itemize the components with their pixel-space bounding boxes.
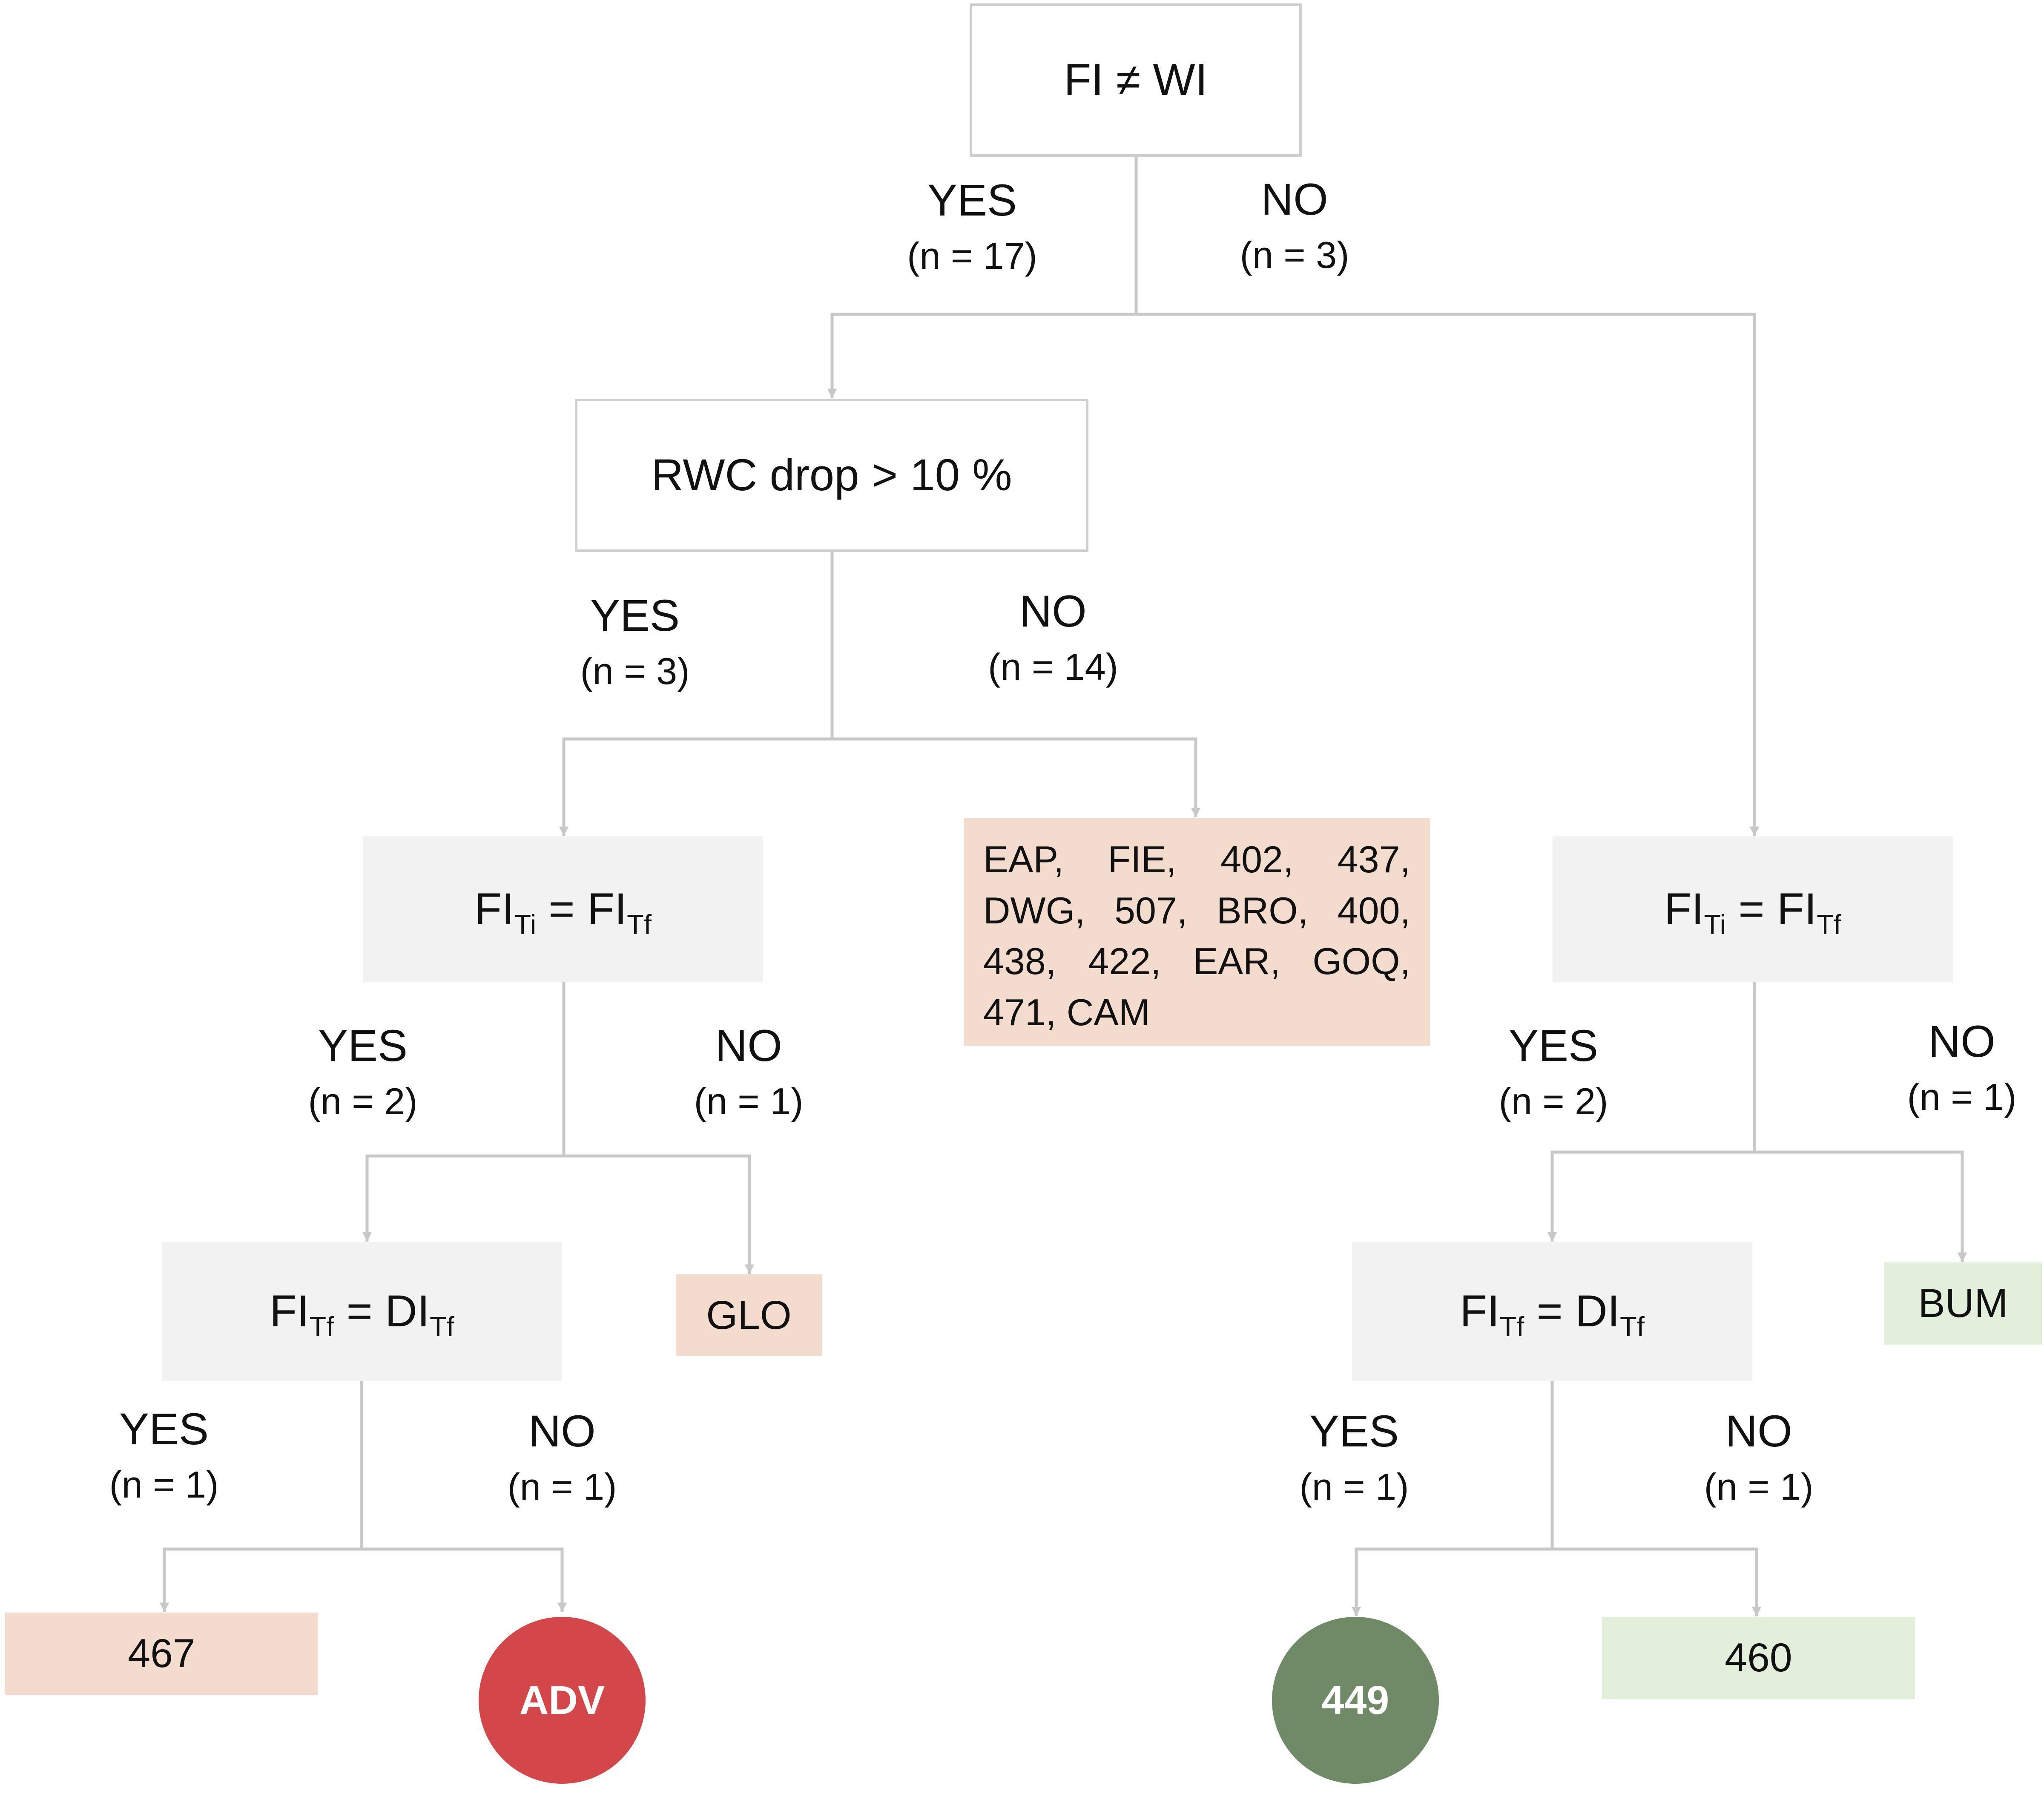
right-fi-equality-label: FITi = FITf — [1664, 884, 1841, 940]
right-fi-di-node: FITf = DITf — [1352, 1242, 1752, 1381]
list-item: EAP,FIE,402,437, — [983, 838, 1410, 880]
edge-label-rwc-yes: YES(n = 3) — [580, 591, 690, 693]
list-item: 471, CAM — [983, 991, 1150, 1034]
rwc-drop-node: RWC drop > 10 % — [575, 399, 1088, 552]
leaf-467: 467 — [5, 1613, 318, 1695]
connector-rdi-yes — [1351, 1381, 1554, 1616]
edge-label-req-no: NO(n = 1) — [1907, 1017, 2017, 1118]
connector-leq-yes — [362, 982, 566, 1242]
edge-label-ldi-yes: YES(n = 1) — [109, 1404, 219, 1506]
leaf-460: 460 — [1602, 1617, 1915, 1699]
connector-req-no — [1754, 1150, 1967, 1262]
leaf-glo: GLO — [676, 1274, 822, 1356]
right-fi-equality-node: FITi = FITf — [1553, 836, 1953, 982]
edge-label-rdi-yes: YES(n = 1) — [1299, 1406, 1409, 1508]
connector-leq-no — [564, 1154, 755, 1274]
edge-label-leq-no: NO(n = 1) — [694, 1021, 804, 1123]
left-fi-di-label: FITf = DITf — [270, 1286, 454, 1342]
connector-ldi-no — [362, 1547, 567, 1612]
leaf-group-list: EAP,FIE,402,437, DWG,507,BRO,400, 438,42… — [964, 818, 1430, 1046]
connector-ldi-yes — [159, 1381, 363, 1612]
edge-label-rwc-no: NO(n = 14) — [988, 586, 1118, 688]
edge-label-root-no: NO(n = 3) — [1240, 175, 1349, 276]
connector-req-yes — [1547, 982, 1756, 1242]
right-fi-di-label: FITf = DITf — [1460, 1286, 1645, 1342]
rwc-drop-node-label: RWC drop > 10 % — [651, 450, 1012, 500]
left-fi-di-node: FITf = DITf — [162, 1242, 562, 1381]
connector-rdi-no — [1552, 1547, 1762, 1616]
leaf-449-circle: 449 — [1272, 1617, 1439, 1784]
root-node-label: FI ≠ WI — [1064, 55, 1208, 105]
edge-label-root-yes: YES(n = 17) — [907, 175, 1037, 277]
root-node: FI ≠ WI — [970, 3, 1302, 157]
left-fi-equality-node: FITi = FITf — [363, 836, 763, 982]
edge-label-rdi-no: NO(n = 1) — [1704, 1406, 1814, 1508]
edge-label-leq-yes: YES(n = 2) — [308, 1021, 418, 1123]
list-item: 438,422,EAR,GOQ, — [983, 940, 1410, 983]
connector-root-yes — [827, 156, 1138, 398]
edge-label-ldi-no: NO(n = 1) — [507, 1406, 617, 1508]
leaf-bum: BUM — [1884, 1262, 2042, 1345]
connector-rwc-no — [832, 737, 1201, 817]
edge-label-req-yes: YES(n = 2) — [1499, 1021, 1608, 1123]
leaf-adv-circle: ADV — [479, 1617, 646, 1784]
connector-rwc-yes — [559, 552, 834, 836]
connector-root-no — [1136, 313, 1760, 836]
left-fi-equality-label: FITi = FITf — [474, 884, 652, 940]
list-item: DWG,507,BRO,400, — [983, 889, 1410, 932]
